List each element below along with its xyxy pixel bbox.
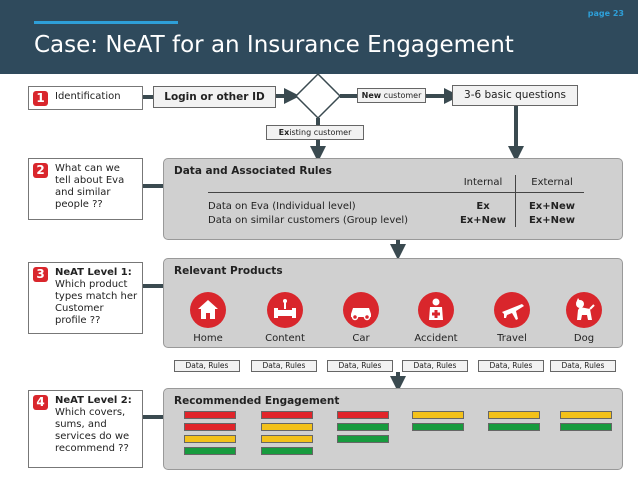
- recommendation-bar-green: [560, 423, 612, 431]
- products-panel-title: Relevant Products: [174, 265, 283, 277]
- recommendation-bar-green: [488, 423, 540, 431]
- recommendation-bar-red: [261, 411, 313, 419]
- recommendation-bar-green: [337, 435, 389, 443]
- decision-diamond: [294, 72, 342, 120]
- slide-header: page 23 Case: NeAT for an Insurance Enga…: [0, 0, 638, 74]
- step-heading: NeAT Level 1:: [55, 267, 132, 278]
- product-label-car: Car: [352, 333, 370, 344]
- step-text: What can we tell about Eva and similar p…: [55, 163, 125, 210]
- recommended-panel: Recommended Engagement: [163, 388, 623, 470]
- step-number-badge: 1: [33, 91, 48, 106]
- step-text: Which product types match her Customer p…: [55, 279, 138, 326]
- row-external: Ex+New: [528, 201, 576, 212]
- recommendation-bar-red: [184, 423, 236, 431]
- recommendation-bar-yellow: [261, 423, 313, 431]
- new-customer-label: New customer: [357, 88, 426, 103]
- row-internal: Ex: [476, 201, 490, 212]
- basic-questions-box: 3-6 basic questions: [452, 85, 578, 106]
- sofa-icon: [267, 292, 303, 328]
- product-label-home: Home: [193, 333, 223, 344]
- data-rules-tag: Data, Rules: [402, 360, 468, 372]
- recommendation-bar-green: [337, 423, 389, 431]
- step-3-neat-level-1: 3 NeAT Level 1: Which product types matc…: [28, 262, 143, 334]
- recommendation-bar-red: [337, 411, 389, 419]
- existing-customer-bold: Ex: [278, 128, 290, 137]
- step-number-badge: 4: [33, 395, 48, 410]
- recommendation-bar-green: [261, 447, 313, 455]
- home-icon: [190, 292, 226, 328]
- row-internal: Ex+New: [459, 215, 507, 226]
- recommendation-bar-yellow: [412, 411, 464, 419]
- step-4-neat-level-2: 4 NeAT Level 2: Which covers, sums, and …: [28, 390, 143, 468]
- rules-panel: Data and Associated Rules Internal Exter…: [163, 158, 623, 240]
- car-icon: [343, 292, 379, 328]
- page-number: page 23: [587, 9, 624, 18]
- recommendation-bar-yellow: [560, 411, 612, 419]
- step-text: Which covers, sums, and services do we r…: [55, 407, 130, 454]
- product-label-content: Content: [265, 333, 305, 344]
- data-rules-tag: Data, Rules: [174, 360, 240, 372]
- dog-icon: [566, 292, 602, 328]
- medical-person-icon: [418, 292, 454, 328]
- table-row: Data on Eva (Individual level) Ex Ex+New: [208, 201, 584, 214]
- data-rules-tag: Data, Rules: [327, 360, 393, 372]
- step-2-analysis: 2 What can we tell about Eva and similar…: [28, 158, 143, 220]
- recommendation-bar-yellow: [261, 435, 313, 443]
- step-number-badge: 3: [33, 267, 48, 282]
- product-label-accident: Accident: [414, 333, 458, 344]
- row-external: Ex+New: [528, 215, 576, 226]
- product-label-travel: Travel: [497, 333, 527, 344]
- column-separator: [515, 175, 516, 227]
- header-accent-line: [34, 21, 178, 24]
- step-1-identification: 1 Identification: [28, 86, 143, 110]
- row-label: Data on similar customers (Group level): [208, 215, 409, 226]
- data-rules-tag: Data, Rules: [550, 360, 616, 372]
- data-rules-tag: Data, Rules: [478, 360, 544, 372]
- new-customer-bold: New: [361, 91, 382, 100]
- rules-panel-title: Data and Associated Rules: [174, 165, 332, 177]
- step-number-badge: 2: [33, 163, 48, 178]
- existing-customer-label: Existing customer: [266, 125, 364, 140]
- product-label-dog: Dog: [573, 333, 595, 344]
- table-row: Data on similar customers (Group level) …: [208, 215, 584, 228]
- airplane-icon: [494, 292, 530, 328]
- existing-customer-rest: isting customer: [289, 128, 352, 137]
- login-box: Login or other ID: [153, 86, 276, 108]
- data-rules-tag: Data, Rules: [251, 360, 317, 372]
- recommendation-bar-red: [184, 411, 236, 419]
- table-divider: [208, 192, 584, 193]
- new-customer-rest: customer: [381, 91, 422, 100]
- slide-title: Case: NeAT for an Insurance Engagement: [34, 32, 514, 58]
- col-internal-header: Internal: [463, 177, 503, 188]
- row-label: Data on Eva (Individual level): [208, 201, 356, 212]
- col-external-header: External: [531, 177, 573, 188]
- recommendation-bar-green: [412, 423, 464, 431]
- step-heading: NeAT Level 2:: [55, 395, 132, 406]
- recommendation-bar-yellow: [184, 435, 236, 443]
- recommendation-bar-yellow: [488, 411, 540, 419]
- recommendation-bar-green: [184, 447, 236, 455]
- step-text: Identification: [55, 91, 121, 102]
- recommended-panel-title: Recommended Engagement: [174, 395, 340, 407]
- products-panel: Relevant Products: [163, 258, 623, 348]
